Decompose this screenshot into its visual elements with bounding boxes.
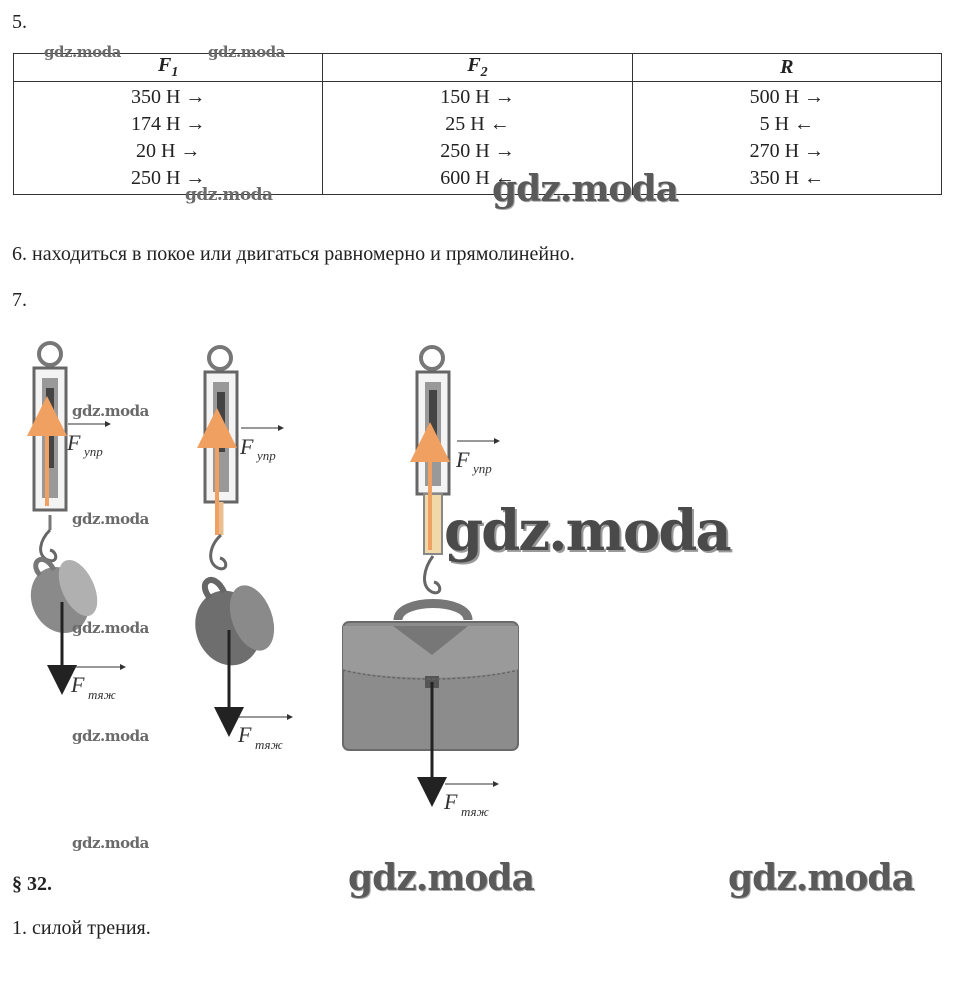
scale-3 (410, 345, 451, 595)
watermark: gdz.moda (444, 498, 732, 564)
watermark: gdz.moda (185, 185, 273, 205)
scale-2 (197, 345, 239, 571)
table-cell-r: 500 Н → 5 Н ← 270 Н → 350 Н ← (631, 81, 943, 195)
task5-number: 5. (12, 11, 27, 33)
spring-scales-illustration: F упр F упр F упр F тяж F тяж F тяж (27, 341, 519, 819)
elastic-force-label-1: F упр (66, 421, 111, 459)
task7-number: 7. (12, 289, 27, 311)
mug-1 (30, 556, 98, 634)
svg-text:упр: упр (471, 461, 492, 476)
table-cell-f1: 350 Н → 174 Н → 20 Н → 250 Н → (12, 81, 324, 195)
svg-text:F: F (237, 722, 252, 747)
svg-text:тяж: тяж (255, 737, 283, 752)
svg-text:F: F (443, 789, 458, 814)
table-cell-f2: 150 Н → 25 Н ← 250 Н → 600 Н ← (322, 81, 633, 195)
svg-text:F: F (70, 672, 85, 697)
svg-text:упр: упр (82, 444, 103, 459)
watermark: gdz.moda (72, 727, 149, 745)
gravity-force-label-1: F тяж (70, 664, 126, 702)
column-header-f2: F2 (322, 53, 633, 82)
watermark: gdz.moda (728, 857, 915, 899)
answer-1-text: 1. силой трения. (12, 917, 151, 939)
gravity-force-label-3: F тяж (443, 781, 499, 819)
table-row: 350 Н → 174 Н → 20 Н → 250 Н → 150 Н → 2… (12, 81, 943, 195)
svg-text:тяж: тяж (88, 687, 116, 702)
mug-2 (195, 577, 275, 666)
watermark: gdz.moda (72, 510, 149, 528)
watermark: gdz.moda (492, 168, 679, 210)
table-header-row: F1 F2 R (12, 53, 943, 82)
watermark: gdz.moda (208, 43, 285, 61)
task6-text: 6. находиться в покое или двигаться равн… (12, 243, 575, 265)
elastic-force-label-2: F упр (239, 425, 284, 463)
column-header-r: R (631, 53, 943, 82)
watermark: gdz.moda (72, 402, 149, 420)
elastic-force-label-3: F упр (455, 438, 500, 476)
watermark: gdz.moda (348, 857, 535, 899)
svg-text:упр: упр (255, 448, 276, 463)
watermark: gdz.moda (72, 619, 149, 637)
watermark: gdz.moda (72, 834, 149, 852)
svg-text:F: F (239, 434, 254, 459)
watermark: gdz.moda (44, 43, 121, 61)
svg-text:F: F (455, 447, 470, 472)
svg-text:F: F (66, 430, 81, 455)
forces-table: F1 F2 R 350 Н → 174 Н → 20 Н → 250 Н → 1… (12, 53, 943, 195)
gravity-force-label-2: F тяж (237, 714, 293, 752)
section-title: § 32. (12, 873, 52, 895)
svg-text:тяж: тяж (461, 804, 489, 819)
scale-1 (27, 341, 68, 563)
